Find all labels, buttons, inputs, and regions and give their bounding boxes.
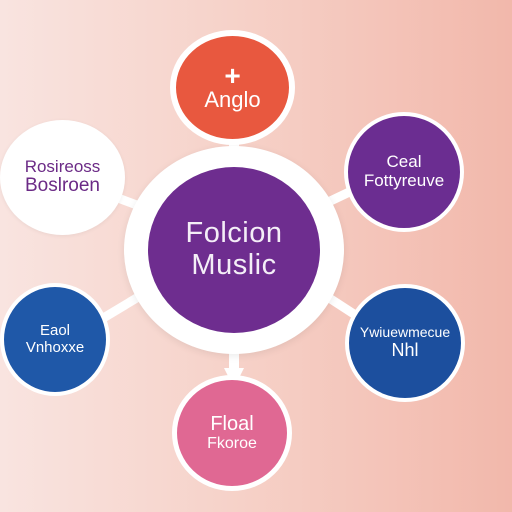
node-top-label: Anglo xyxy=(204,87,261,112)
node-right-top: Ceal Fottyreuve xyxy=(344,112,464,232)
node-left-top-line2: Boslroen xyxy=(25,175,100,197)
node-right-bottom-line2: Nhl xyxy=(391,339,419,360)
node-bottom: Floal Fkoroe xyxy=(172,375,292,491)
node-top: + Anglo xyxy=(170,30,295,145)
center-node: Folcion Muslic xyxy=(148,167,320,333)
plus-icon: + xyxy=(224,59,241,91)
node-left-bottom-line2: Vnhoxxe xyxy=(25,338,85,356)
node-left-bottom-line1: Eaol xyxy=(39,322,71,339)
node-left-top: Rosireoss Boslroen xyxy=(0,120,125,235)
node-right-top-line2: Fottyreuve xyxy=(363,171,445,190)
node-right-top-line1: Ceal xyxy=(386,152,422,172)
node-bottom-line1: Floal xyxy=(210,413,254,436)
node-right-bottom: Ywiuewmecue Nhl xyxy=(345,284,465,402)
node-left-top-line1: Rosireoss xyxy=(24,156,101,176)
node-right-bottom-line1: Ywiuewmecue xyxy=(359,324,451,341)
node-bottom-line2: Fkoroe xyxy=(207,435,257,453)
node-left-bottom: Eaol Vnhoxxe xyxy=(0,283,110,396)
center-node-line2: Muslic xyxy=(191,249,277,281)
center-node-line1: Folcion xyxy=(185,217,283,250)
